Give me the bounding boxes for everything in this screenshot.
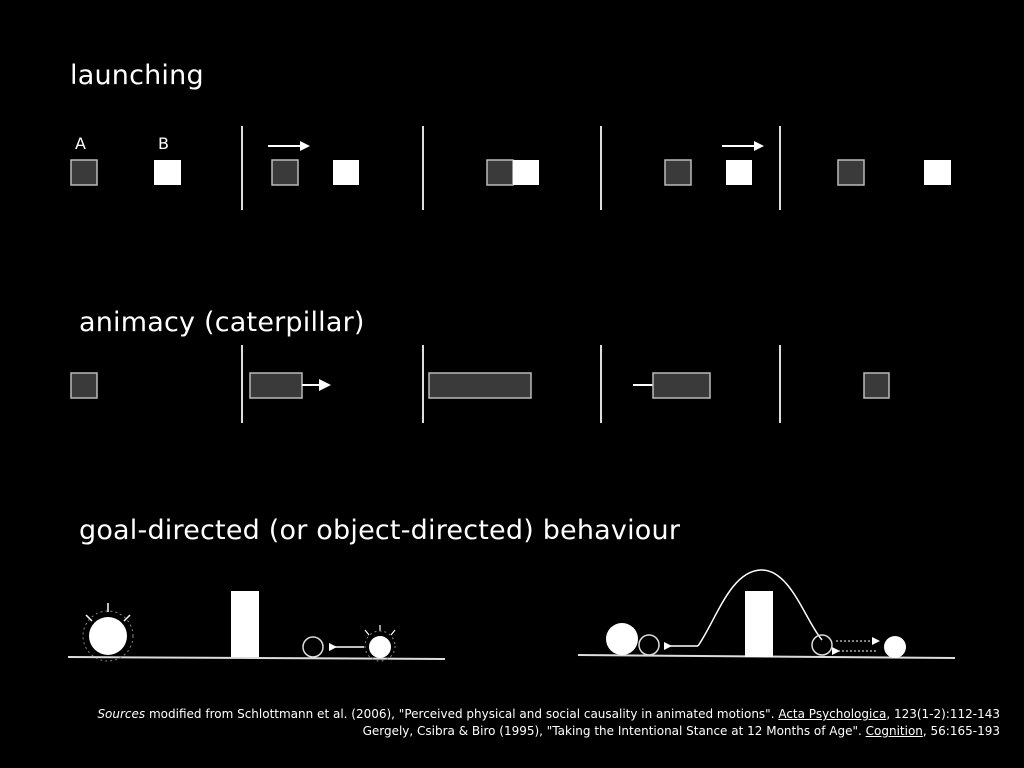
barrier-block (231, 591, 259, 657)
square-a (486, 159, 514, 186)
small-ball (369, 636, 391, 658)
small-ball (884, 636, 906, 658)
label-a: A (75, 134, 86, 153)
square-b (924, 160, 951, 185)
journal-link-acta[interactable]: Acta Psychologica (778, 707, 887, 721)
radiating-lines-icon (85, 603, 131, 622)
dotted-halo (82, 610, 134, 662)
square-a (70, 159, 98, 186)
caterpillar-square (863, 372, 890, 399)
small-ball-outline (638, 634, 660, 656)
citation-text: modified from Schlottmann et al. (2006),… (145, 707, 779, 721)
label-b: B (158, 134, 169, 153)
dotted-halo (364, 630, 396, 662)
citation-gergely: Gergely, Csibra & Biro (1995), "Taking t… (97, 723, 1000, 740)
square-b (154, 160, 181, 185)
section-title-animacy: animacy (caterpillar) (79, 307, 365, 338)
sources-citation: Sources modified from Schlottmann et al.… (97, 706, 1000, 740)
square-a (664, 159, 692, 186)
small-ball-outline (811, 634, 833, 656)
caterpillar-square (70, 372, 98, 399)
sources-label: Sources (97, 707, 146, 721)
section-title-goal-directed: goal-directed (or object-directed) behav… (79, 515, 681, 546)
citation-schlottmann: Sources modified from Schlottmann et al.… (97, 706, 1000, 723)
radiating-lines-icon (364, 625, 396, 636)
square-b (513, 160, 539, 185)
large-ball (606, 623, 638, 655)
square-a (837, 159, 865, 186)
barrier-block (745, 591, 773, 657)
caterpillar-long (428, 372, 532, 399)
caterpillar-contracting (652, 372, 711, 399)
section-title-launching: launching (70, 60, 204, 91)
square-b (726, 160, 752, 185)
square-a (271, 159, 299, 186)
jump-trajectory (697, 569, 823, 647)
citation-text: Gergely, Csibra & Biro (1995), "Taking t… (362, 724, 866, 738)
ground-line (67, 656, 446, 660)
journal-link-cognition[interactable]: Cognition (865, 724, 923, 738)
large-ball (89, 617, 127, 655)
citation-tail: , 123(1-2):112-143 (886, 707, 1000, 721)
small-ball-outline (302, 636, 324, 658)
square-b (333, 160, 359, 185)
citation-tail: , 56:165-193 (922, 724, 1000, 738)
